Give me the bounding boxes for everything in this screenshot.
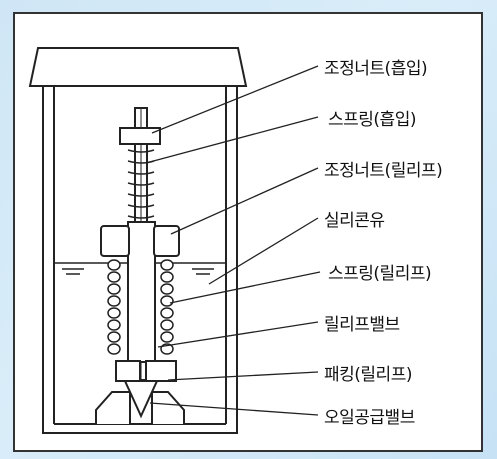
label-oil-supply-valve: 오일공급밸브 bbox=[324, 408, 415, 428]
label-silicone-oil: 실리콘유 bbox=[324, 211, 385, 231]
packing-part-left bbox=[115, 360, 141, 382]
label-adjust-nut-suction: 조정너트(흡입) bbox=[324, 59, 428, 79]
label-adjust-nut-relief: 조정너트(릴리프) bbox=[324, 161, 443, 181]
label-relief-valve: 릴리프밸브 bbox=[324, 315, 400, 335]
label-spring-suction: 스프링(흡입) bbox=[328, 110, 416, 130]
spring-relief-coils bbox=[107, 259, 174, 355]
packing-part-right bbox=[145, 360, 177, 382]
adjust-nut-relief-part-left bbox=[100, 225, 130, 257]
leader-lines bbox=[145, 65, 321, 416]
label-packing-relief: 패킹(릴리프) bbox=[324, 365, 412, 385]
adjust-nut-suction-part bbox=[119, 127, 161, 145]
top-cap bbox=[28, 47, 248, 87]
valve-seat-left bbox=[95, 391, 131, 424]
adjust-nut-relief-part-right bbox=[153, 225, 180, 257]
relief-sleeve bbox=[127, 221, 156, 363]
label-spring-relief: 스프링(릴리프) bbox=[328, 264, 432, 284]
spring-suction-coils bbox=[127, 149, 155, 219]
oil-supply-valve-cone bbox=[123, 380, 159, 419]
